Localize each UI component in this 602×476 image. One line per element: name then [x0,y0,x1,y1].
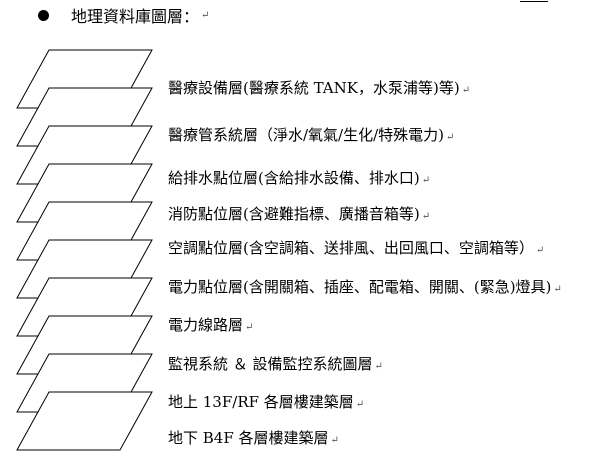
paragraph-mark: ↵ [421,211,431,222]
heading-text: 地理資料庫圖層： [71,7,200,26]
layer-label-text: 空調點位層(含空調箱、送排風、出回風口、空調箱等） [168,239,534,257]
layer-label-8: 監視系統 ＆ 設備監控系統圖層↵ [168,354,383,377]
layer-label-text: 醫療管系統層（淨水/氧氣/生化/特殊電力) [168,126,445,144]
layer-label-1: 醫療設備層(醫療系統 TANK，水泵浦等)等)↵ [168,78,470,101]
layer-label-3: 給排水點位層(含給排水設備、排水口)↵ [168,168,430,191]
paragraph-mark: ↵ [446,132,455,143]
layer-label-text: 電力線路層 [168,316,244,334]
layer-label-text: 醫療設備層(醫療系統 TANK，水泵浦等)等) [168,79,460,97]
layer-label-text: 監視系統 ＆ 設備監控系統圖層 [168,355,373,373]
bullet-icon [38,9,49,21]
paragraph-mark: ↵ [421,175,431,186]
layer-label-text: 地上 13F/RF 各層樓建築層 [168,393,354,411]
layer-label-5: 空調點位層(含空調箱、送排風、出回風口、空調箱等）↵ [168,238,544,261]
layer-plane-10 [16,391,153,451]
layer-label-10: 地下 B4F 各層樓建築層↵ [168,428,339,451]
paragraph-mark: ↵ [461,85,471,96]
layer-label-4: 消防點位層(含避難指標、廣播音箱等)↵ [168,204,430,227]
layer-label-text: 地下 B4F 各層樓建築層 [168,429,329,447]
paragraph-mark: ↵ [330,435,339,446]
layer-label-2: 醫療管系統層（淨水/氧氣/生化/特殊電力)↵ [168,125,454,148]
layer-label-text: 給排水點位層(含給排水設備、排水口) [168,169,420,187]
layer-label-text: 電力點位層(含開關箱、插座、配電箱、開關、(緊急)燈具) [168,278,552,296]
layer-label-6: 電力點位層(含開關箱、插座、配電箱、開關、(緊急)燈具)↵ [168,277,562,300]
layer-label-9: 地上 13F/RF 各層樓建築層↵ [168,392,364,415]
paragraph-mark: ↵ [245,322,254,333]
paragraph-mark: ↵ [355,399,365,410]
paragraph-mark: ↵ [553,284,562,295]
paragraph-mark: ↵ [374,361,383,372]
layer-label-text: 消防點位層(含避難指標、廣播音箱等) [168,205,420,223]
layer-label-7: 電力線路層↵ [168,315,253,338]
section-heading: 地理資料庫圖層： ↵ [38,2,209,28]
top-rule-line [520,1,548,2]
paragraph-mark: ↵ [535,245,545,256]
paragraph-mark: ↵ [201,9,210,21]
